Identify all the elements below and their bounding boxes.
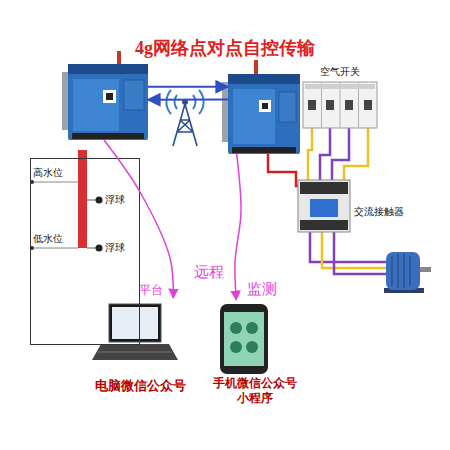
motor-shaft (420, 267, 431, 272)
connector-arrow (148, 99, 228, 101)
controller-device (62, 51, 148, 140)
device-top (68, 64, 148, 74)
toggle (364, 100, 372, 110)
tower-frame (173, 104, 197, 146)
connector-arrow (148, 86, 228, 88)
phone: 手机微信公众号 小程序 (200, 300, 310, 408)
device-panel (233, 89, 275, 144)
node-text: 低水位 (33, 233, 63, 245)
node-text: 空气开关 (303, 66, 377, 78)
app-icon (230, 341, 242, 353)
device-top (228, 74, 300, 84)
sensor-pipe (78, 150, 87, 248)
mount-flange (222, 82, 229, 142)
float-arm (87, 200, 96, 248)
mount-flange (62, 72, 69, 130)
laptop-display (112, 307, 158, 339)
wire (322, 232, 388, 268)
wire (320, 128, 330, 182)
wire (332, 128, 349, 182)
cell-tower (166, 90, 203, 146)
device-body (228, 74, 300, 154)
phone-body (220, 304, 268, 374)
laptop: 电脑微信公众号 (88, 298, 192, 396)
toggle (308, 100, 316, 110)
signal-wave (174, 95, 195, 109)
contactor-face (310, 199, 338, 217)
app-icon (246, 322, 258, 334)
node-text: 手机微信公众号 小程序 (200, 376, 310, 406)
float-ball (96, 197, 103, 204)
signal-wave (166, 90, 203, 114)
device-side (124, 80, 144, 110)
contactor-body (298, 180, 350, 232)
controller-device (222, 60, 300, 154)
air-switch (303, 82, 377, 128)
contactor (298, 180, 350, 232)
node-text: 高水位 (33, 167, 63, 179)
switch-body (303, 82, 377, 128)
app-icon (230, 322, 242, 334)
controller-device (228, 74, 300, 154)
device-body (68, 64, 148, 140)
air-switch: 空气开关 (303, 66, 377, 128)
tower-top (183, 100, 188, 105)
qr-code (103, 90, 116, 103)
note-label: 远程 (194, 263, 224, 281)
contactor: 交流接触器 (298, 180, 414, 232)
connector-label: 平台 (139, 283, 163, 297)
toggle (345, 100, 353, 110)
wire (308, 128, 312, 182)
connector-arrow (235, 154, 241, 300)
wire (344, 128, 368, 182)
laptop (92, 304, 178, 360)
node-text: 浮球 (105, 242, 125, 254)
terminal-block (72, 133, 144, 139)
terminal (305, 84, 375, 89)
qr-code (106, 93, 113, 100)
laptop-keys (98, 352, 172, 353)
water-tank: 高水位浮球低水位浮球 (30, 158, 140, 345)
contactor-terminals (300, 182, 348, 194)
phone-screen (224, 312, 264, 366)
device-panel (73, 79, 119, 131)
laptop-keyboard (92, 344, 178, 360)
wire (334, 232, 388, 274)
qr-code (259, 100, 271, 112)
node-text: 电脑微信公众号 (88, 378, 192, 394)
phone (220, 304, 268, 374)
connector-arrow (104, 140, 173, 298)
motor-fins (392, 254, 410, 288)
app-icon (246, 341, 258, 353)
qr-code (262, 103, 268, 109)
float-ball (96, 245, 103, 252)
motor (384, 252, 431, 293)
laptop-screen (109, 304, 161, 342)
toggle (326, 100, 334, 110)
node-text: 交流接触器 (354, 206, 404, 218)
diagram-title: 4g网络点对点自控传输 (0, 36, 450, 60)
connector-label: 监测 (247, 280, 277, 298)
control-wire (268, 154, 300, 186)
terminal-block (232, 147, 296, 153)
water-level (30, 150, 103, 252)
level-line (31, 182, 78, 248)
node-text: 浮球 (105, 194, 125, 206)
motor-body (386, 252, 420, 290)
contactor-terminals (300, 220, 348, 230)
device-side (279, 92, 296, 122)
antenna (117, 51, 121, 65)
antenna (254, 60, 258, 75)
controller-device (68, 64, 148, 140)
